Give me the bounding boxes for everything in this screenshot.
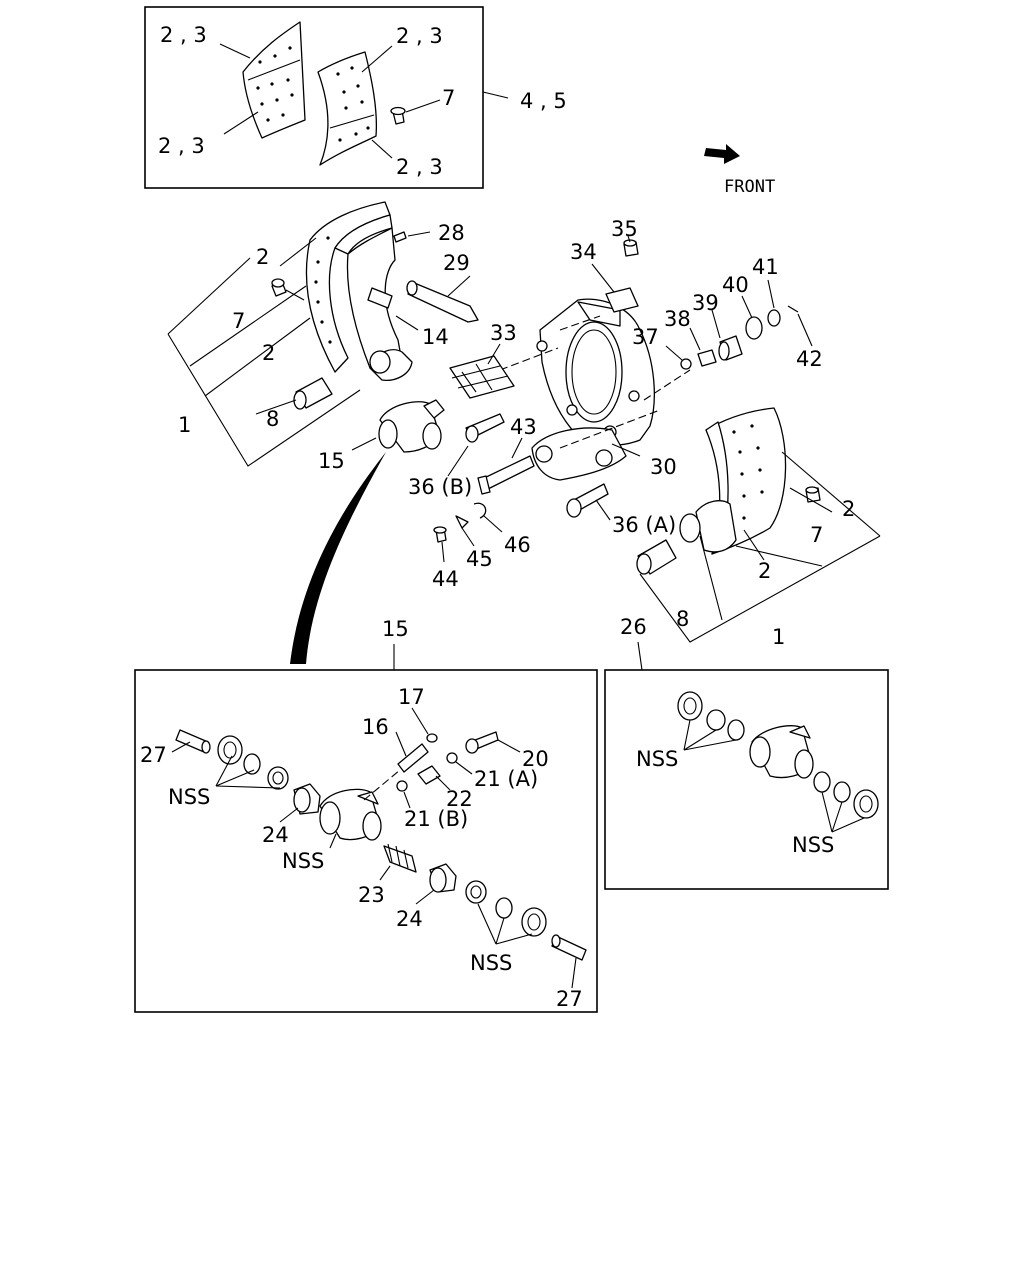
label-37: 37 <box>632 325 659 349</box>
label-20: 20 <box>522 747 549 771</box>
label-nss: NSS <box>282 849 324 873</box>
label-7: 7 <box>442 86 455 110</box>
label-34: 34 <box>570 240 597 264</box>
label-1: 1 <box>178 413 191 437</box>
label-27: 27 <box>556 987 583 1011</box>
lining-kit-inset: 2 , 3 2 , 3 2 , 3 2 , 3 7 4 , 5 <box>144 6 567 189</box>
label-2: 2 <box>262 341 275 365</box>
label-2-3: 2 , 3 <box>160 23 207 47</box>
label-2-3: 2 , 3 <box>396 155 443 179</box>
label-33: 33 <box>490 321 517 345</box>
label-15: 15 <box>318 449 345 473</box>
label-2-3: 2 , 3 <box>158 134 205 158</box>
label-45: 45 <box>466 547 493 571</box>
label-40: 40 <box>722 273 749 297</box>
label-23: 23 <box>358 883 385 907</box>
label-36-a: 36 (A) <box>612 513 676 537</box>
label-43: 43 <box>510 415 537 439</box>
label-36-b: 36 (B) <box>408 475 472 499</box>
label-24: 24 <box>262 823 289 847</box>
label-26: 26 <box>620 615 647 639</box>
label-15: 15 <box>382 617 409 641</box>
label-22: 22 <box>446 787 473 811</box>
label-30: 30 <box>650 455 677 479</box>
label-7: 7 <box>232 309 245 333</box>
brake-shoe-left <box>305 201 391 373</box>
label-21-a: 21 (A) <box>474 767 538 791</box>
label-1: 1 <box>772 625 785 649</box>
label-42: 42 <box>796 347 823 371</box>
backing-plate-group: 35 34 41 40 39 38 37 42 33 43 30 36 (B) … <box>408 217 823 591</box>
label-2: 2 <box>842 497 855 521</box>
label-2: 2 <box>758 559 771 583</box>
lining-plate-left <box>242 21 306 139</box>
wheel-cylinder-frame <box>134 669 598 1013</box>
label-8: 8 <box>266 407 279 431</box>
label-27: 27 <box>140 743 167 767</box>
label-24: 24 <box>396 907 423 931</box>
callout-arrow <box>290 452 386 664</box>
label-4-5: 4 , 5 <box>520 89 567 113</box>
arrow-icon <box>704 144 740 164</box>
label-16: 16 <box>362 715 389 739</box>
label-35: 35 <box>611 217 638 241</box>
label-17: 17 <box>398 685 425 709</box>
label-38: 38 <box>664 307 691 331</box>
label-14: 14 <box>422 325 449 349</box>
label-46: 46 <box>504 533 531 557</box>
repair-kit-inset: 26 NSS NSS <box>604 615 889 890</box>
label-29: 29 <box>443 251 470 275</box>
label-nss: NSS <box>792 833 834 857</box>
front-indicator: FRONT <box>704 144 775 197</box>
repair-kit-frame <box>604 669 889 890</box>
wheel-cylinder-top: 15 <box>318 399 445 473</box>
label-nss: NSS <box>168 785 210 809</box>
lining-kit-frame <box>144 6 484 189</box>
right-brake-shoe-group: 2 7 2 8 1 <box>636 407 881 649</box>
label-8: 8 <box>676 607 689 631</box>
label-7: 7 <box>810 523 823 547</box>
label-21-b: 21 (B) <box>404 807 468 831</box>
wheel-cylinder-exploded: 15 <box>134 617 598 1013</box>
label-44: 44 <box>432 567 459 591</box>
label-2-3: 2 , 3 <box>396 24 443 48</box>
left-brake-shoe-group: 2 28 29 7 2 14 1 8 <box>167 201 479 467</box>
label-nss: NSS <box>470 951 512 975</box>
label-39: 39 <box>692 291 719 315</box>
front-label: FRONT <box>724 177 775 197</box>
anchor-pin <box>407 281 479 323</box>
label-28: 28 <box>438 221 465 245</box>
label-41: 41 <box>752 255 779 279</box>
label-2: 2 <box>256 245 269 269</box>
label-nss: NSS <box>636 747 678 771</box>
